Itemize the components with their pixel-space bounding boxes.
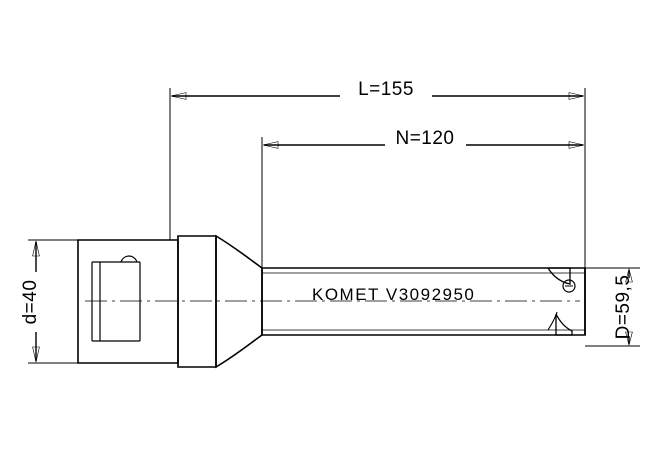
tool-body: KOMET V3092950 — [77, 234, 586, 369]
arrow-L-right — [568, 92, 585, 100]
dimension-drill-diameter: D=59,5 — [585, 267, 640, 347]
arrow-L-left — [170, 92, 187, 100]
arrow-N-right — [568, 141, 585, 149]
arrow-D-bottom — [625, 331, 633, 347]
insert-pocket-bottom — [555, 313, 573, 336]
dimension-label-L: L=155 — [358, 79, 414, 100]
arrow-d-bottom — [32, 346, 40, 363]
insert-pocket-top — [546, 267, 571, 285]
tool-marking-text: KOMET V3092950 — [312, 285, 475, 304]
dimension-overall-length: L=155 — [169, 79, 586, 268]
arrow-D-top — [625, 267, 633, 283]
tool-taper — [215, 234, 263, 369]
arrow-d-top — [32, 240, 40, 257]
dimension-shank-diameter: d=40 — [20, 239, 78, 364]
flute-line-bottom — [547, 311, 558, 331]
dimension-label-d: d=40 — [20, 280, 41, 325]
dimension-label-D: D=59,5 — [613, 275, 634, 340]
insert-screw-top — [562, 279, 576, 293]
tool-flange — [177, 235, 217, 368]
dimension-usable-length: N=120 — [261, 128, 586, 270]
shank-keyway — [120, 255, 138, 263]
tool-shank — [77, 239, 179, 364]
dimension-label-N: N=120 — [395, 128, 454, 149]
arrow-N-left — [262, 141, 279, 149]
